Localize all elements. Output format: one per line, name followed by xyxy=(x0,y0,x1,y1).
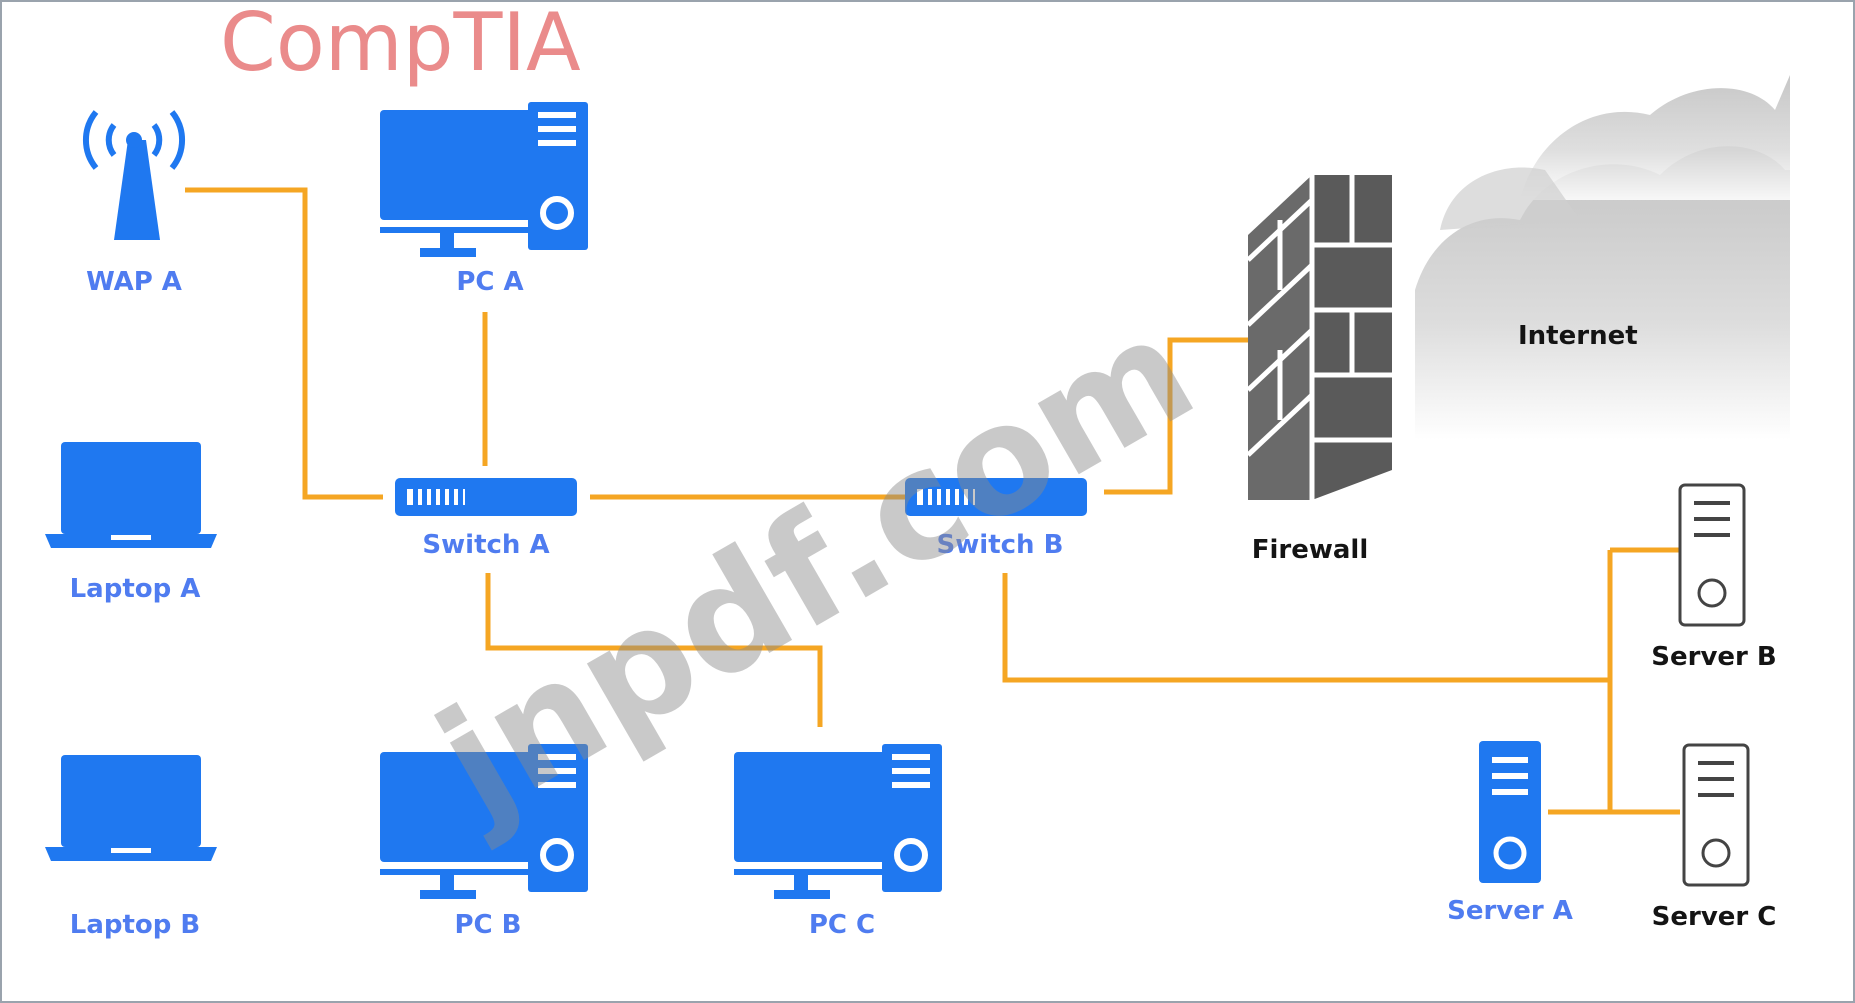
server-c-label: Server C xyxy=(1652,902,1777,932)
switch-a-label: Switch A xyxy=(422,530,549,560)
server-c: Server C xyxy=(1652,743,1777,932)
server-tower-icon xyxy=(1479,741,1541,883)
pc-a: PC A xyxy=(380,102,588,297)
laptop-icon xyxy=(45,755,217,861)
laptop-icon xyxy=(45,442,217,548)
server-tower-icon xyxy=(1682,743,1750,887)
server-a: Server A xyxy=(1447,741,1573,926)
pc-c-label: PC C xyxy=(809,910,875,940)
network-switch-icon xyxy=(395,478,577,516)
pc-c: PC C xyxy=(734,744,942,940)
wap-a: WAP A xyxy=(83,110,185,297)
network-links xyxy=(185,187,1680,815)
firewall-label: Firewall xyxy=(1252,535,1369,565)
server-b: Server B xyxy=(1651,483,1777,672)
pc-a-label: PC A xyxy=(456,267,523,297)
server-b-label: Server B xyxy=(1651,642,1776,672)
firewall-brick-icon xyxy=(1246,175,1392,500)
firewall: Firewall xyxy=(1246,175,1392,565)
wap-a-label: WAP A xyxy=(86,267,182,297)
server-tower-icon xyxy=(1678,483,1746,627)
comptia-logo: CompTIA xyxy=(220,0,581,89)
laptop-a: Laptop A xyxy=(45,442,217,604)
switch-b: Switch B xyxy=(905,478,1087,560)
switch-a: Switch A xyxy=(395,478,577,560)
laptop-a-label: Laptop A xyxy=(70,574,201,604)
internet-cloud-icon xyxy=(1415,75,1790,440)
switch-b-label: Switch B xyxy=(937,530,1064,560)
desktop-computer-icon xyxy=(734,744,942,899)
desktop-computer-icon xyxy=(380,102,588,257)
server-a-label: Server A xyxy=(1447,896,1573,926)
laptop-b: Laptop B xyxy=(45,755,217,940)
laptop-b-label: Laptop B xyxy=(70,910,201,940)
internet-label: Internet xyxy=(1518,321,1638,351)
wireless-access-point-icon xyxy=(83,110,185,240)
pc-b: PC B xyxy=(380,744,588,940)
pc-b-label: PC B xyxy=(454,910,521,940)
